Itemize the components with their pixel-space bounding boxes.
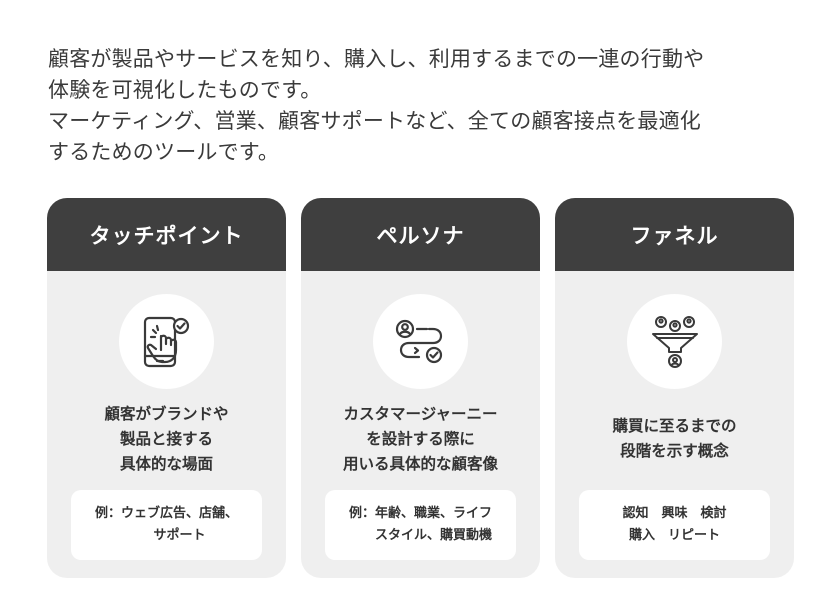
card-example: 認知 興味 検討 購入 リピート [579,490,770,560]
desc-line: カスタマージャーニー [343,404,498,423]
card-example: 例：ウェブ広告、店舗、 サポート [71,490,262,560]
card-title: ファネル [555,198,794,271]
intro-line: 顧客が製品やサービスを知り、購入し、利用するまでの一連の行動や [48,47,705,71]
example-line: サポート [127,528,206,543]
card-description: 購買に至るまでの 段階を示す概念 [555,398,794,480]
intro-text: 顧客が製品やサービスを知り、購入し、利用するまでの一連の行動や 体験を可視化した… [48,44,788,168]
touch-phone-icon [119,294,214,389]
persona-journey-icon [373,294,468,389]
example-line: スタイル、購買動機 [348,528,492,543]
desc-line: を設計する際に [366,429,475,448]
card-example: 例：年齢、職業、ライフ スタイル、購買動機 [325,490,516,560]
example-line: 例：年齢、職業、ライフ [348,506,492,521]
desc-line: 具体的な場面 [119,454,213,473]
desc-line: 製品と接する [119,429,213,448]
example-line: 認知 興味 検討 [622,506,727,521]
card-title: タッチポイント [47,198,286,271]
example-line: 購入 リピート [628,528,720,543]
card-funnel: ファネル 購買に至るまでの 段階を示す概念 認知 興味 検討 購入 リピート [555,198,794,578]
card-persona: ペルソナ カスタマージャーニー を設計する際に 用いる具体的な顧客像 例：年齢、… [301,198,540,578]
card-description: カスタマージャーニー を設計する際に 用いる具体的な顧客像 [301,398,540,480]
card-touchpoint: タッチポイント 顧客がブランドや 製品と接する 具体的な場面 例：ウェブ広告、店… [47,198,286,578]
desc-line: 顧客がブランドや [104,404,229,423]
desc-line: 段階を示す概念 [620,442,729,460]
intro-line: するためのツールです。 [48,140,280,164]
intro-line: 体験を可視化したものです。 [48,78,322,102]
card-title: ペルソナ [301,198,540,271]
intro-line: マーケティング、営業、顧客サポートなど、全ての顧客接点を最適化 [48,109,701,133]
example-line: 例：ウェブ広告、店舗、 [94,506,238,521]
card-description: 顧客がブランドや 製品と接する 具体的な場面 [47,398,286,480]
desc-line: 購買に至るまでの [612,417,737,435]
desc-line: 用いる具体的な顧客像 [342,454,498,473]
funnel-icon [627,294,722,389]
